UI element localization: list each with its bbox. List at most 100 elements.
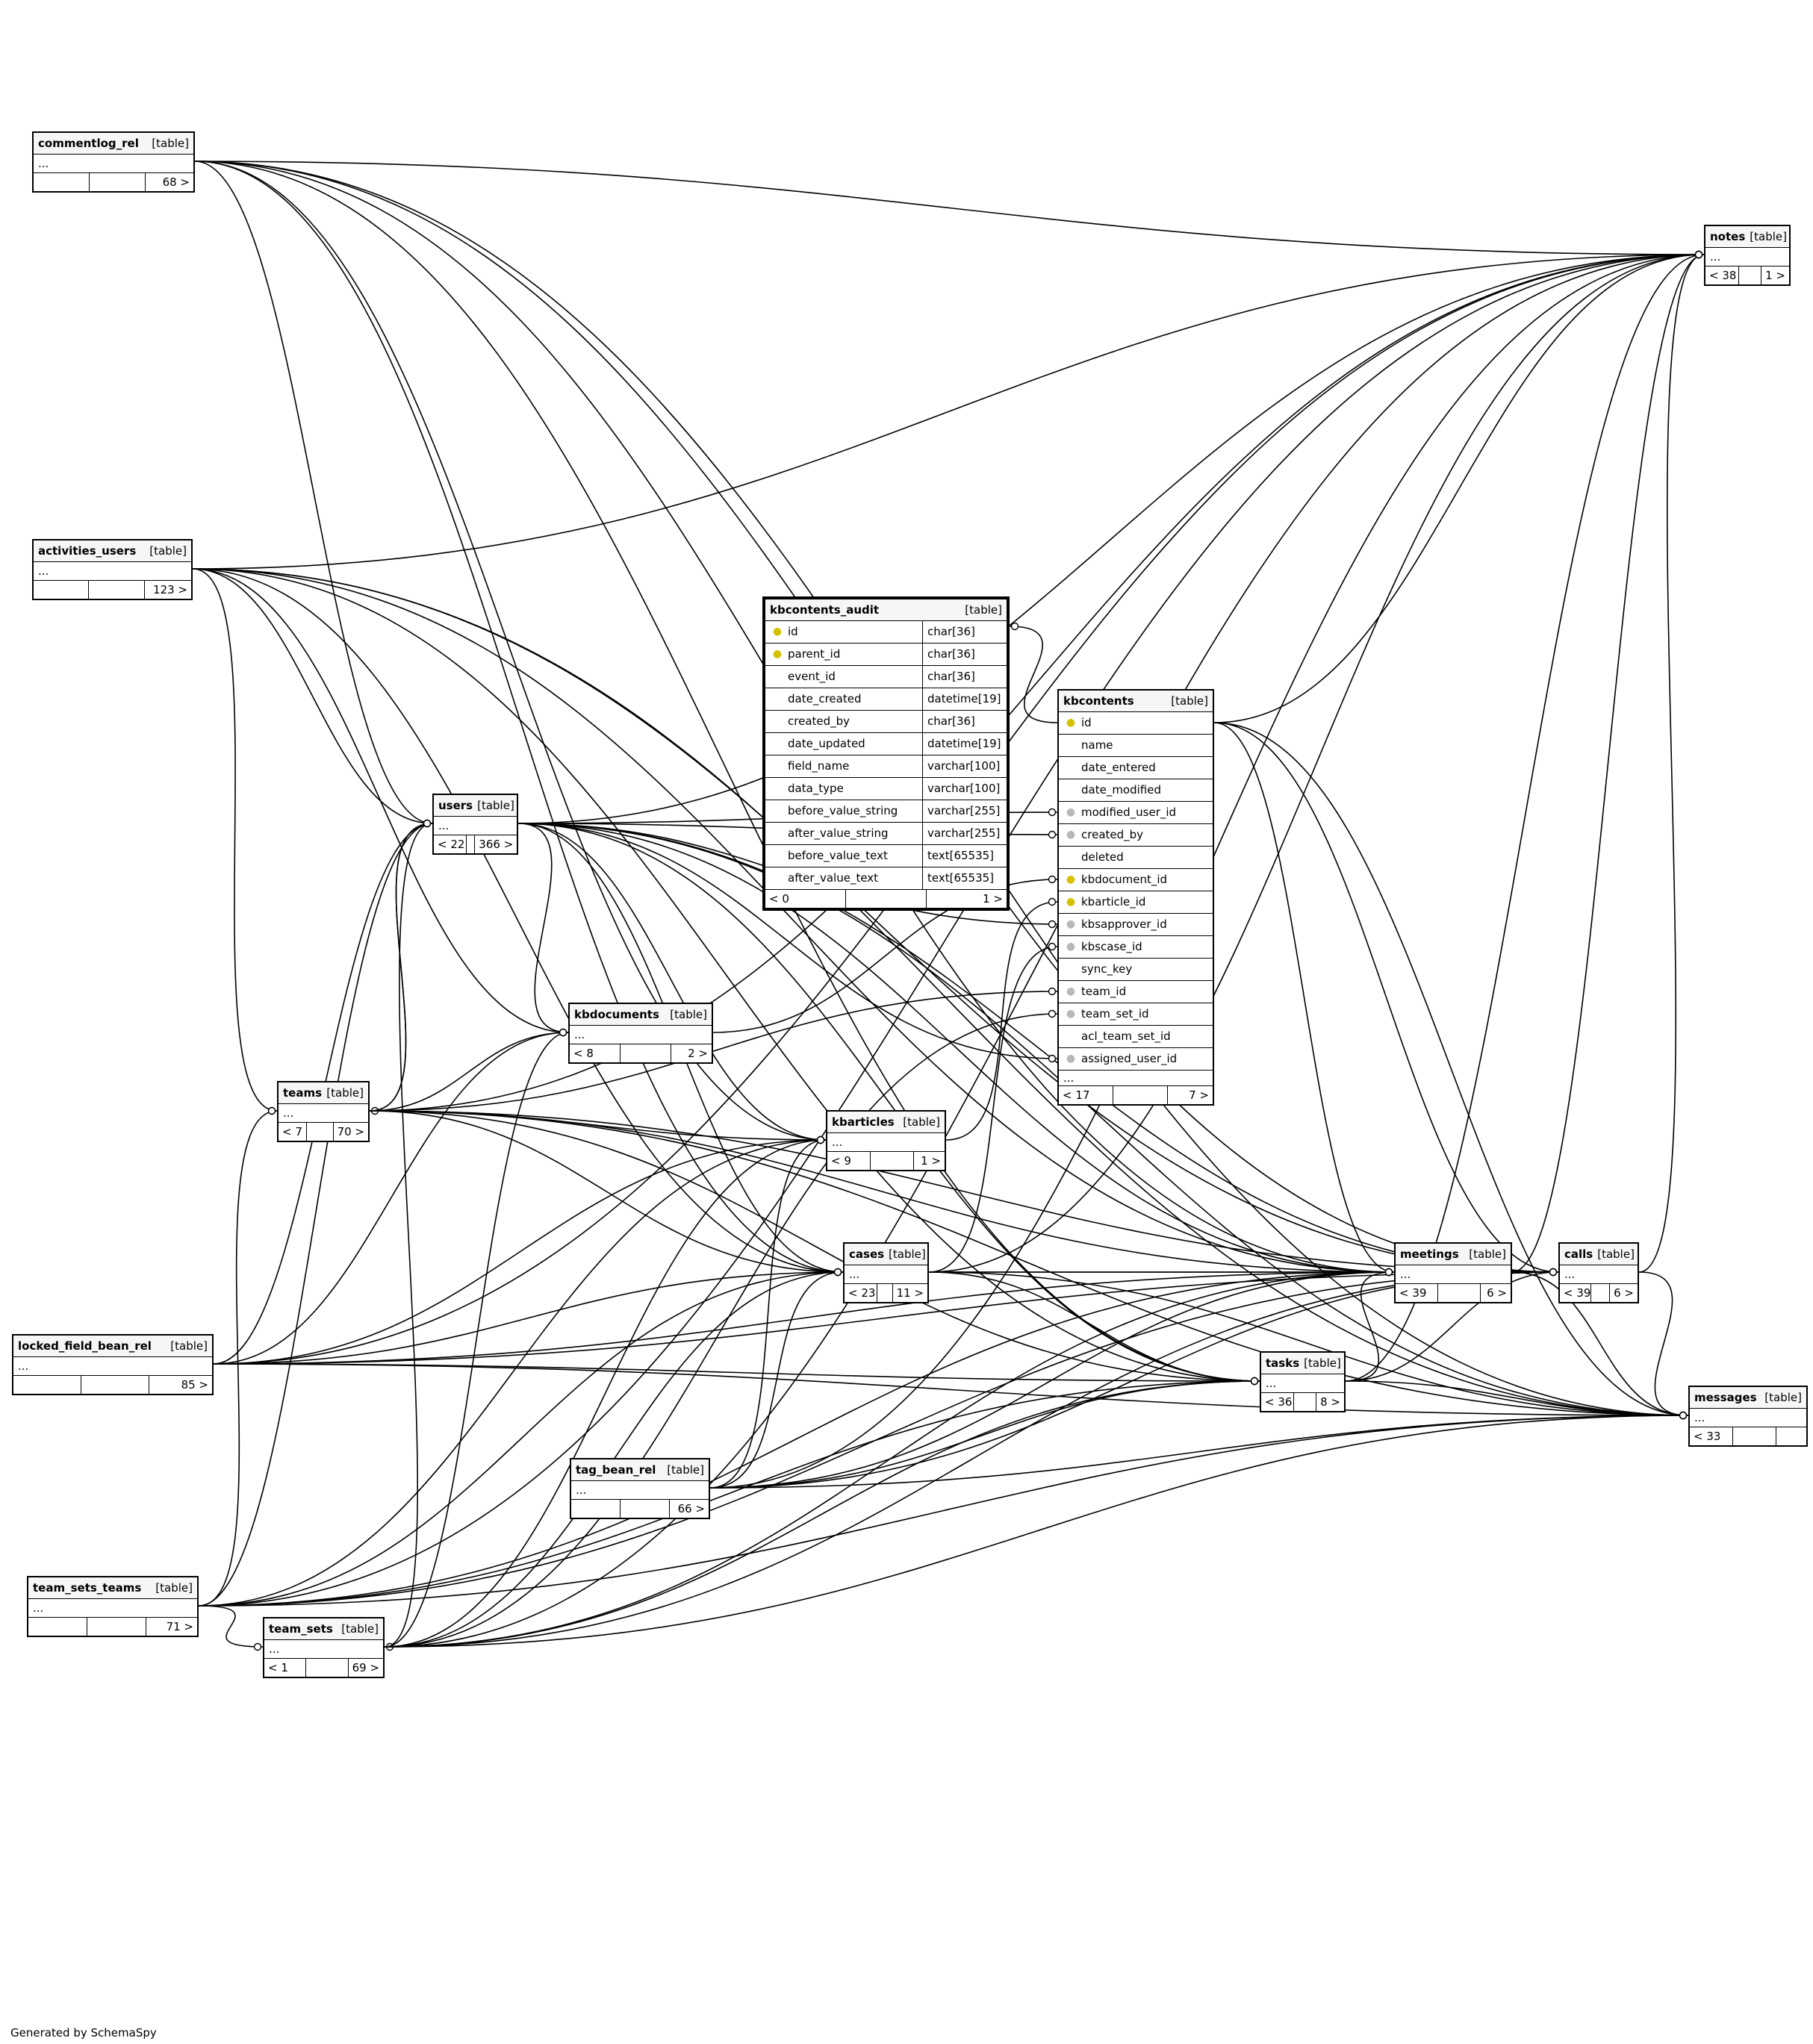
column-type: datetime[19] bbox=[927, 737, 1001, 750]
more-columns: ... bbox=[1690, 1409, 1806, 1427]
relationship-line bbox=[213, 1271, 844, 1365]
parent-count bbox=[34, 581, 90, 599]
table-commentlog-rel[interactable]: commentlog_rel[table]...68 > bbox=[32, 131, 195, 193]
table-activities-users[interactable]: activities_users[table]...123 > bbox=[32, 539, 193, 600]
column-name: date_modified bbox=[1081, 783, 1161, 797]
table-name: tag_bean_rel bbox=[576, 1463, 656, 1477]
table-messages[interactable]: messages[table]...< 33 bbox=[1688, 1386, 1808, 1447]
parent-count: < 9 bbox=[827, 1152, 871, 1170]
foreign-key-icon: ● bbox=[1066, 806, 1076, 818]
column-name: created_by bbox=[1081, 828, 1144, 841]
column-type: varchar[100] bbox=[927, 759, 1001, 773]
table-team-sets-teams[interactable]: team_sets_teams[table]...71 > bbox=[27, 1576, 199, 1637]
column-name: id bbox=[1081, 716, 1092, 729]
foreign-key-icon: ● bbox=[1066, 1008, 1076, 1020]
relationship-line bbox=[709, 1415, 1689, 1489]
table-header: kbarticles[table] bbox=[827, 1112, 945, 1133]
more-columns: ... bbox=[264, 1640, 383, 1659]
table-footer: < 0 1 > bbox=[765, 890, 1007, 908]
table-tag-bean-rel[interactable]: tag_bean_rel[table]...66 > bbox=[570, 1458, 710, 1519]
table-type: [table] bbox=[152, 137, 189, 150]
column-count bbox=[89, 581, 145, 599]
child-count: 2 > bbox=[688, 1047, 708, 1060]
more-columns: ... bbox=[1396, 1265, 1511, 1284]
table-type: [table] bbox=[477, 799, 514, 812]
table-footer: 123 > bbox=[34, 581, 191, 599]
table-name: locked_field_bean_rel bbox=[18, 1339, 152, 1353]
table-locked-field-bean-rel[interactable]: locked_field_bean_rel[table]...85 > bbox=[12, 1334, 214, 1395]
relationship-line bbox=[709, 1139, 827, 1489]
column-count bbox=[90, 173, 146, 191]
column-name-cell: ● modified_user_id bbox=[1059, 802, 1213, 823]
table-kbcontents[interactable]: kbcontents [table] ●id●name●date_entered… bbox=[1057, 689, 1214, 1106]
table-header: notes[table] bbox=[1705, 226, 1789, 248]
column-row-before-value-text: ●before_value_text text[65535] bbox=[765, 845, 1007, 867]
relationship-line bbox=[384, 1271, 1395, 1648]
column-name: after_value_string bbox=[788, 826, 889, 840]
column-name: modified_user_id bbox=[1081, 806, 1177, 819]
column-name-cell: ●after_value_string bbox=[765, 823, 923, 844]
column-count bbox=[877, 1284, 893, 1302]
column-count bbox=[1294, 1393, 1317, 1411]
table-header: kbcontents [table] bbox=[1059, 691, 1213, 712]
relationship-line bbox=[194, 161, 844, 1273]
relationship-line bbox=[213, 1032, 569, 1365]
column-name-cell: ●before_value_text bbox=[765, 845, 923, 867]
column-name: kbarticle_id bbox=[1081, 895, 1146, 909]
column-row-kbscase-id: ●kbscase_id bbox=[1059, 936, 1213, 959]
child-count: 66 > bbox=[677, 1502, 705, 1515]
parent-count: < 38 bbox=[1705, 267, 1739, 284]
relationship-line bbox=[192, 568, 1395, 1273]
relationship-line bbox=[369, 1110, 1689, 1416]
table-header: tasks[table] bbox=[1261, 1353, 1344, 1374]
column-row-assigned-user-id: ●assigned_user_id bbox=[1059, 1048, 1213, 1071]
parent-count: < 39 bbox=[1396, 1284, 1439, 1302]
column-name-cell: ●kbdocument_id bbox=[1059, 869, 1213, 891]
column-type: text[65535] bbox=[927, 849, 995, 862]
parent-count bbox=[13, 1376, 81, 1394]
relationship-line bbox=[384, 1032, 569, 1648]
table-name: meetings bbox=[1400, 1247, 1459, 1261]
column-row-team-set-id: ●team_set_id bbox=[1059, 1003, 1213, 1026]
table-header: activities_users[table] bbox=[34, 540, 191, 562]
foreign-key-icon: ● bbox=[1066, 941, 1076, 953]
column-name-cell: ●date_modified bbox=[1059, 779, 1213, 801]
relationship-line bbox=[1345, 1271, 1559, 1382]
relationship-line bbox=[192, 568, 278, 1112]
relationship-line bbox=[517, 823, 569, 1033]
table-footer: < 33 bbox=[1690, 1427, 1806, 1445]
parent-count: < 7 bbox=[279, 1123, 307, 1141]
table-type: [table] bbox=[1171, 694, 1208, 708]
column-name-cell: ●parent_id bbox=[765, 644, 923, 665]
column-name-cell: ●name bbox=[1059, 735, 1213, 756]
relationship-line bbox=[1213, 254, 1705, 723]
table-name: users bbox=[438, 799, 473, 812]
parent-count: < 8 bbox=[570, 1044, 621, 1062]
table-type: [table] bbox=[149, 544, 187, 558]
child-count: 70 > bbox=[337, 1125, 364, 1138]
relationship-line bbox=[384, 1380, 1260, 1648]
column-count bbox=[621, 1500, 671, 1518]
column-row-date-modified: ●date_modified bbox=[1059, 779, 1213, 802]
column-name-cell: ●data_type bbox=[765, 778, 923, 800]
column-name: before_value_text bbox=[788, 849, 888, 862]
relationship-line bbox=[1345, 1380, 1689, 1416]
relationship-line bbox=[384, 1013, 1058, 1648]
column-name-cell: ●kbscase_id bbox=[1059, 936, 1213, 958]
table-type: [table] bbox=[155, 1581, 193, 1595]
column-name: assigned_user_id bbox=[1081, 1052, 1178, 1065]
